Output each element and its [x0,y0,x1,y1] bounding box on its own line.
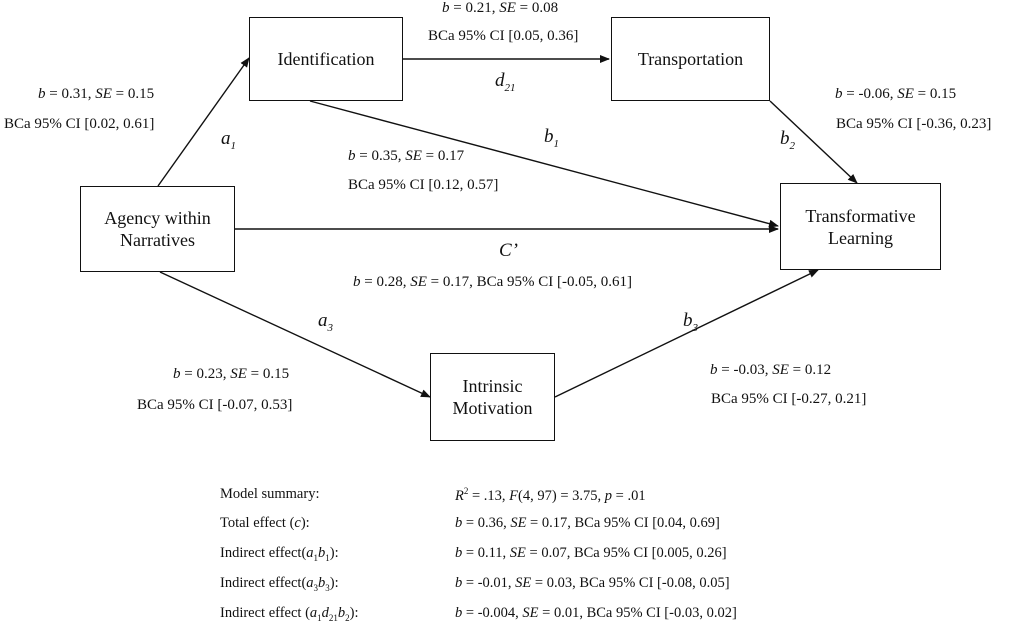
b3-letter: b [683,310,693,331]
c-prime-b-value: 0.28 [376,274,403,290]
total-label-text: Total effect ( [220,515,295,531]
ind3-ci: BCa 95% CI [-0.03, 0.02] [586,605,737,621]
c-prime-letter: C’ [499,240,518,261]
summary-total-value: b = 0.36, SE = 0.17, BCa 95% CI [0.04, 0… [455,515,720,531]
d21-letter: d [495,70,505,91]
d21-b-value: 0.21 [465,0,492,16]
summary-indirect2-label: Indirect effect(a3b3): [220,575,339,593]
ind3-se: 0.01 [553,605,580,621]
model-r2: .13 [483,487,502,504]
arrow-a3 [159,271,431,398]
a3-letter: a [318,310,328,331]
c-prime-se-value: 0.17 [442,274,470,290]
b3-sub: 3 [692,321,699,334]
identification-box: Identification [249,17,403,101]
b3-label: b3 [683,310,698,334]
model-f: 3.75 [572,487,598,504]
agency-label-line1: Agency within [104,208,211,228]
arrow-b3 [554,269,819,398]
b3-b-value: -0.03 [733,362,765,378]
arrow-b1 [309,100,779,228]
b2-coef: b = -0.06, SE = 0.15 [835,86,957,102]
ind3-b: -0.004 [477,605,516,621]
d21-se-value: 0.08 [531,0,559,16]
transportation-label: Transportation [637,49,744,69]
total-label-end: ): [300,515,310,531]
b2-b-value: -0.06 [858,86,890,102]
b1-ci: BCa 95% CI [0.12, 0.57] [348,177,499,193]
identification-label: Identification [277,49,375,69]
total-se: 0.17 [541,515,568,531]
total-ci: BCa 95% CI [0.04, 0.69] [574,515,720,531]
ind1-b: 0.11 [477,545,503,561]
ind3-label-text: Indirect effect ( [220,605,310,621]
total-b: 0.36 [477,515,504,531]
learning-label-line2: Learning [828,227,893,248]
b1-b-value: 0.35 [371,148,398,164]
a1-coef: b = 0.31, SE = 0.15 [38,86,155,102]
summary-indirect1-label: Indirect effect(a1b1): [220,545,339,563]
a3-ci: BCa 95% CI [-0.07, 0.53] [137,397,293,413]
agency-label-line2: Narratives [120,230,195,250]
b1-sub: 1 [553,137,560,150]
summary-indirect3-label: Indirect effect (a1d21b2): [220,605,359,623]
learning-label-line1: Transformative [805,205,916,226]
ind1-se: 0.07 [541,545,567,561]
b3-se-value: 0.12 [804,362,832,378]
motivation-box: Intrinsic Motivation [430,353,555,441]
b2-ci: BCa 95% CI [-0.36, 0.23] [836,116,992,132]
summary-model-value: R2 = .13, F(4, 97) = 3.75, p = .01 [455,486,646,504]
arrow-a1 [157,57,250,187]
summary-model-label: Model summary: [220,486,320,502]
a1-label: a1 [221,128,236,152]
b2-label: b2 [780,128,795,152]
ind2-label-text: Indirect effect( [220,575,307,591]
a1-ci: BCa 95% CI [0.02, 0.61] [4,116,155,132]
d21-sub: 21 [504,81,516,94]
a3-sub: 3 [327,321,334,334]
model-f-df: 4, 97 [522,487,552,504]
summary-indirect2-value: b = -0.01, SE = 0.03, BCa 95% CI [-0.08,… [455,575,730,591]
b3-ci: BCa 95% CI [-0.27, 0.21] [711,391,867,407]
ind2-se: 0.03 [546,575,573,591]
total-label-c: c [294,515,301,531]
ind2-ci: BCa 95% CI [-0.08, 0.05] [579,575,730,591]
b1-label: b1 [544,126,559,150]
a3-label: a3 [318,310,333,334]
b1-se-value: 0.17 [437,148,465,164]
a3-se-value: 0.15 [262,366,290,382]
a3-coef: b = 0.23, SE = 0.15 [173,366,290,382]
b3-coef: b = -0.03, SE = 0.12 [710,362,832,378]
d21-coef: b = 0.21, SE = 0.08 [442,0,559,16]
b2-se-value: 0.15 [929,86,957,102]
learning-box: Transformative Learning [780,183,941,270]
arrow-b2 [769,100,858,184]
a1-se-value: 0.15 [127,86,155,102]
c-prime-stats: b = 0.28, SE = 0.17, BCa 95% CI [-0.05, … [353,274,633,290]
c-prime-label: C’ [499,240,518,262]
a1-sub: 1 [230,139,237,152]
d21-ci: BCa 95% CI [0.05, 0.36] [428,28,579,44]
b1-letter: b [544,126,554,147]
b2-letter: b [780,128,790,149]
summary-total-label: Total effect (c): [220,515,310,532]
a3-b-value: 0.23 [196,366,223,382]
ind1-ci: BCa 95% CI [0.005, 0.26] [573,545,727,561]
model-p: .01 [627,487,646,504]
d21-label: d21 [495,70,516,94]
ind1-label-text: Indirect effect( [220,545,307,561]
transportation-box: Transportation [611,17,770,101]
b2-sub: 2 [789,139,796,152]
summary-indirect1-value: b = 0.11, SE = 0.07, BCa 95% CI [0.005, … [455,545,727,561]
a1-b-value: 0.31 [61,86,88,102]
agency-box: Agency within Narratives [80,186,235,272]
ind2-b: -0.01 [477,575,508,591]
b1-coef: b = 0.35, SE = 0.17 [348,148,465,164]
motivation-label-line1: Intrinsic [462,376,523,396]
a1-letter: a [221,128,231,149]
summary-indirect3-value: b = -0.004, SE = 0.01, BCa 95% CI [-0.03… [455,605,737,621]
motivation-label-line2: Motivation [452,398,533,418]
c-prime-ci: BCa 95% CI [-0.05, 0.61] [476,274,633,290]
